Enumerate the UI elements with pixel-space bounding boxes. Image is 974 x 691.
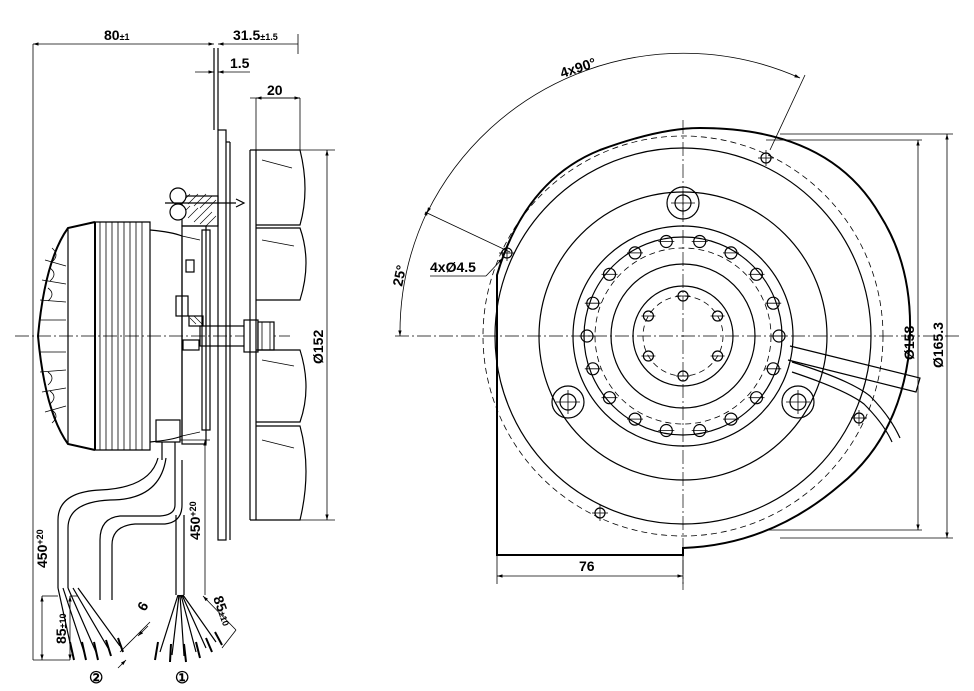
dim-25-deg: 25° (389, 264, 409, 288)
dim-d158: Ø158 (901, 326, 917, 360)
dim-450-left: 450+20 (34, 529, 50, 568)
cable-marker-2: ② (89, 670, 103, 687)
dim-85-right: 85±10 (210, 594, 235, 628)
side-view: 80±1 31.5±1.5 1.5 20 Ø152 450+20 450+20 … (15, 27, 335, 687)
cable-ends-1 (154, 594, 223, 663)
dim-80: 80±1 (104, 27, 130, 43)
front-labels: 4x90° 25° 4xØ4.5 Ø158 Ø165.3 76 (389, 54, 946, 574)
side-labels: 80±1 31.5±1.5 1.5 20 Ø152 450+20 450+20 … (34, 27, 326, 687)
front-dimensions (398, 52, 953, 584)
rotor-rivets (579, 234, 787, 438)
dim-6: 6 (134, 599, 152, 614)
shaft-hub (199, 319, 275, 353)
dim-85-left: 85±10 (53, 613, 69, 644)
cable-marker-1: ① (175, 670, 189, 687)
dim-31-5: 31.5±1.5 (233, 27, 278, 43)
dim-d165-3: Ø165.3 (930, 322, 946, 368)
dim-4xd4-5: 4xØ4.5 (430, 259, 476, 275)
dim-d152: Ø152 (310, 330, 326, 364)
front-view: 4x90° 25° 4xØ4.5 Ø158 Ø165.3 76 (389, 52, 960, 590)
hub-rivets (641, 290, 725, 382)
dim-1-5: 1.5 (230, 55, 250, 71)
cable-ends-2 (57, 587, 124, 661)
impeller-blades (249, 149, 307, 521)
dim-450-right: 450+20 (187, 501, 203, 540)
side-dimensions (32, 34, 335, 669)
volute-outline (496, 126, 912, 556)
mounting-plate (155, 48, 246, 541)
cables (57, 457, 185, 600)
dim-4x90: 4x90° (558, 54, 598, 81)
dim-20: 20 (267, 82, 283, 98)
dim-76: 76 (579, 558, 595, 574)
